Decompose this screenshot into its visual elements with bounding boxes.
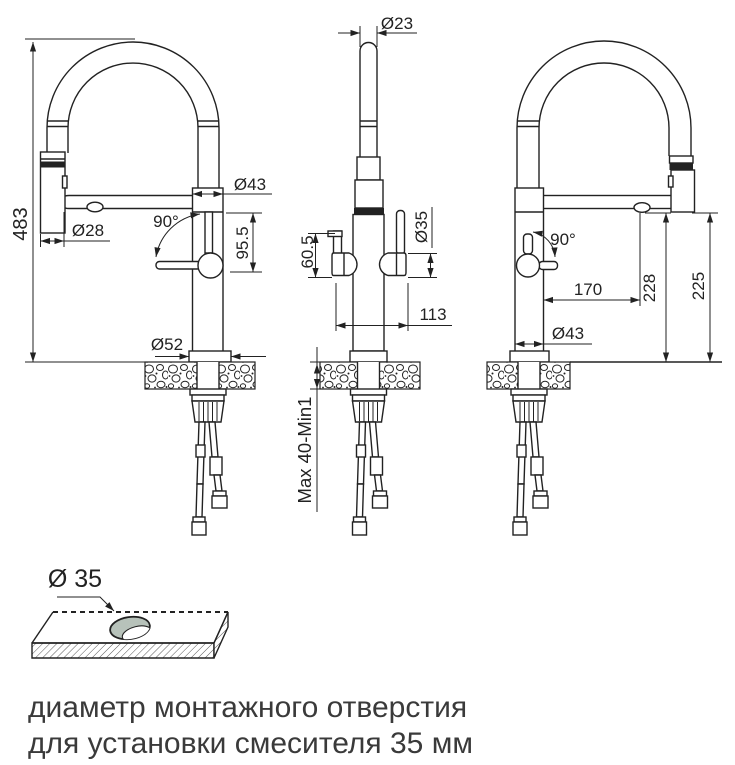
dim-label-reach: 170 <box>574 280 602 299</box>
dim-label-mount-hole: Ø 35 <box>48 565 102 593</box>
base-ring <box>188 350 232 363</box>
spout-arc-inner-right <box>538 62 670 129</box>
dim-label-handle-height: 95.5 <box>233 226 252 259</box>
handle-lever-up-right <box>522 233 534 255</box>
handle-pivot-right <box>515 253 541 278</box>
dim-label-handle-offset: 60.5 <box>298 235 317 268</box>
spout-arm <box>59 194 197 210</box>
angle-arc <box>154 212 201 258</box>
spout-arm-right <box>542 194 674 210</box>
spout-arc-outer <box>46 41 220 129</box>
mounting-hole-illustration: Ø 35 <box>31 565 229 659</box>
aerator-right <box>633 201 651 213</box>
dim-label-tube-diameter: Ø23 <box>381 14 413 33</box>
sprayer-head-right <box>667 155 696 213</box>
faucet-body-front <box>352 213 385 352</box>
caption-line-1: диаметр монтажного отверстия <box>28 691 467 724</box>
dim-label-angle-left: 90° <box>153 212 179 231</box>
handle-lever-up <box>204 211 214 254</box>
side-view-left: 483 Ø43 <box>10 38 272 536</box>
handle-pivot <box>197 252 224 279</box>
caption-line-2: для установки смесителя 35 мм <box>28 727 473 760</box>
dim-label-angle-right: 90° <box>550 230 576 249</box>
handle-lever-stub <box>538 260 559 271</box>
angle-arc-right <box>532 230 558 258</box>
spout-arc-inner <box>67 62 199 129</box>
dim-label-spout-diameter: Ø43 <box>234 175 266 194</box>
slab-front-face <box>31 642 215 659</box>
handle-lever-side <box>155 260 202 270</box>
dim-label-height-483: 483 <box>10 207 32 240</box>
dim-label-handles-span: 113 <box>419 305 446 324</box>
base-ring-right <box>509 350 550 363</box>
dim-label-body-diameter: Ø43 <box>552 324 584 343</box>
caption: диаметр монтажного отверстия для установ… <box>28 691 473 760</box>
dim-label-spout-height: 228 <box>640 274 659 302</box>
base-ring-front <box>349 350 388 363</box>
spout-arc-outer-right <box>516 40 692 129</box>
tube-top <box>359 41 378 52</box>
dim-label-deck-thickness: Max 40-Min1 <box>294 397 315 504</box>
side-view-right: 90° 170 228 225 Ø43 <box>486 40 722 536</box>
aerator <box>86 201 104 213</box>
front-view: Ø23 60.5 Ø35 <box>294 14 452 536</box>
dim-label-handle-diameter: Ø35 <box>412 211 431 243</box>
dim-label-outlet-height: 225 <box>689 272 708 300</box>
right-handle <box>378 209 407 277</box>
dim-label-sprayer-diameter: Ø28 <box>72 221 104 240</box>
sprayer-head <box>39 151 68 234</box>
dim-label-base-diameter: Ø52 <box>151 335 183 354</box>
leader-line <box>57 596 115 612</box>
